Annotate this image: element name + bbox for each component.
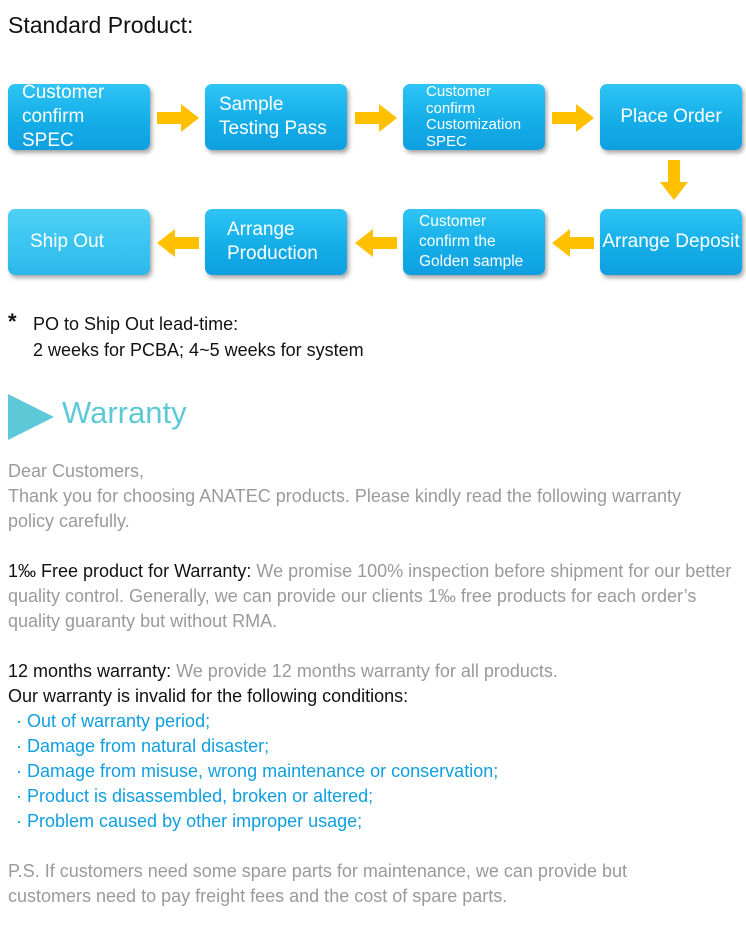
intro-text: Thank you for choosing ANATEC products. … xyxy=(8,486,682,531)
months-text: We provide 12 months warranty for all pr… xyxy=(171,661,558,681)
page-title: Standard Product: xyxy=(8,12,194,38)
warranty-title: Warranty xyxy=(62,395,187,430)
arrow-right-icon xyxy=(552,104,594,132)
flow-step-label: Arrange Production xyxy=(227,219,318,264)
lead-time-heading: PO to Ship Out lead-time: xyxy=(33,314,239,334)
conditions-list: · Out of warranty period; · Damage from … xyxy=(16,709,498,834)
arrow-left-icon xyxy=(157,229,199,257)
invalid-heading: Our warranty is invalid for the followin… xyxy=(8,686,409,706)
list-item: · Problem caused by other improper usage… xyxy=(16,811,363,831)
ps-note: P.S. If customers need some spare parts … xyxy=(8,861,627,906)
lead-time-detail: 2 weeks for PCBA; 4~5 weeks for system xyxy=(33,340,364,360)
warranty-intro: Dear Customers, Thank you for choosing A… xyxy=(8,459,744,534)
arrow-down-icon xyxy=(660,160,688,200)
flow-step-confirm-customization: Customer confirm Customization SPEC xyxy=(403,83,545,150)
flow-step-label: Customer confirm Customization SPEC xyxy=(426,83,522,150)
flow-step-label: Customer confirm the Golden sample xyxy=(419,212,524,271)
list-item: · Out of warranty period; xyxy=(16,711,211,731)
flow-step-place-order: Place Order xyxy=(600,84,742,150)
flow-step-label: Arrange Deposit xyxy=(602,231,740,253)
free-product-text: We promise 100% inspection before shipme… xyxy=(8,561,732,631)
asterisk-icon: * xyxy=(8,309,17,334)
flow-step-arrange-deposit: Arrange Deposit xyxy=(600,209,742,275)
arrow-right-icon xyxy=(157,104,199,132)
flow-step-ship-out: Ship Out xyxy=(8,209,150,275)
greeting: Dear Customers, xyxy=(8,461,145,481)
list-item: · Damage from misuse, wrong maintenance … xyxy=(16,761,499,781)
flow-step-confirm-spec: Customer confirm SPEC xyxy=(8,82,150,151)
list-item: · Damage from natural disaster; xyxy=(16,736,270,756)
list-item: · Product is disassembled, broken or alt… xyxy=(16,786,374,806)
flow-step-sample-testing: Sample Testing Pass xyxy=(205,84,347,150)
lead-time-note: PO to Ship Out lead-time: 2 weeks for PC… xyxy=(33,311,364,363)
months-paragraph: 12 months warranty: We provide 12 months… xyxy=(8,659,744,684)
flow-step-label: Ship Out xyxy=(30,231,104,253)
flow-step-label: Customer confirm SPEC xyxy=(22,82,105,151)
play-triangle-icon xyxy=(8,394,54,440)
flow-step-golden-sample: Customer confirm the Golden sample xyxy=(403,209,545,275)
months-label: 12 months warranty: xyxy=(8,661,172,681)
free-product-paragraph: 1‰ Free product for Warranty: We promise… xyxy=(8,559,744,634)
arrow-left-icon xyxy=(355,229,397,257)
flow-step-label: Sample Testing Pass xyxy=(219,94,327,139)
arrow-right-icon xyxy=(355,104,397,132)
free-product-label: 1‰ Free product for Warranty: xyxy=(8,561,252,581)
flow-step-arrange-production: Arrange Production xyxy=(205,209,347,275)
arrow-left-icon xyxy=(552,229,594,257)
flow-step-label: Place Order xyxy=(620,106,722,128)
